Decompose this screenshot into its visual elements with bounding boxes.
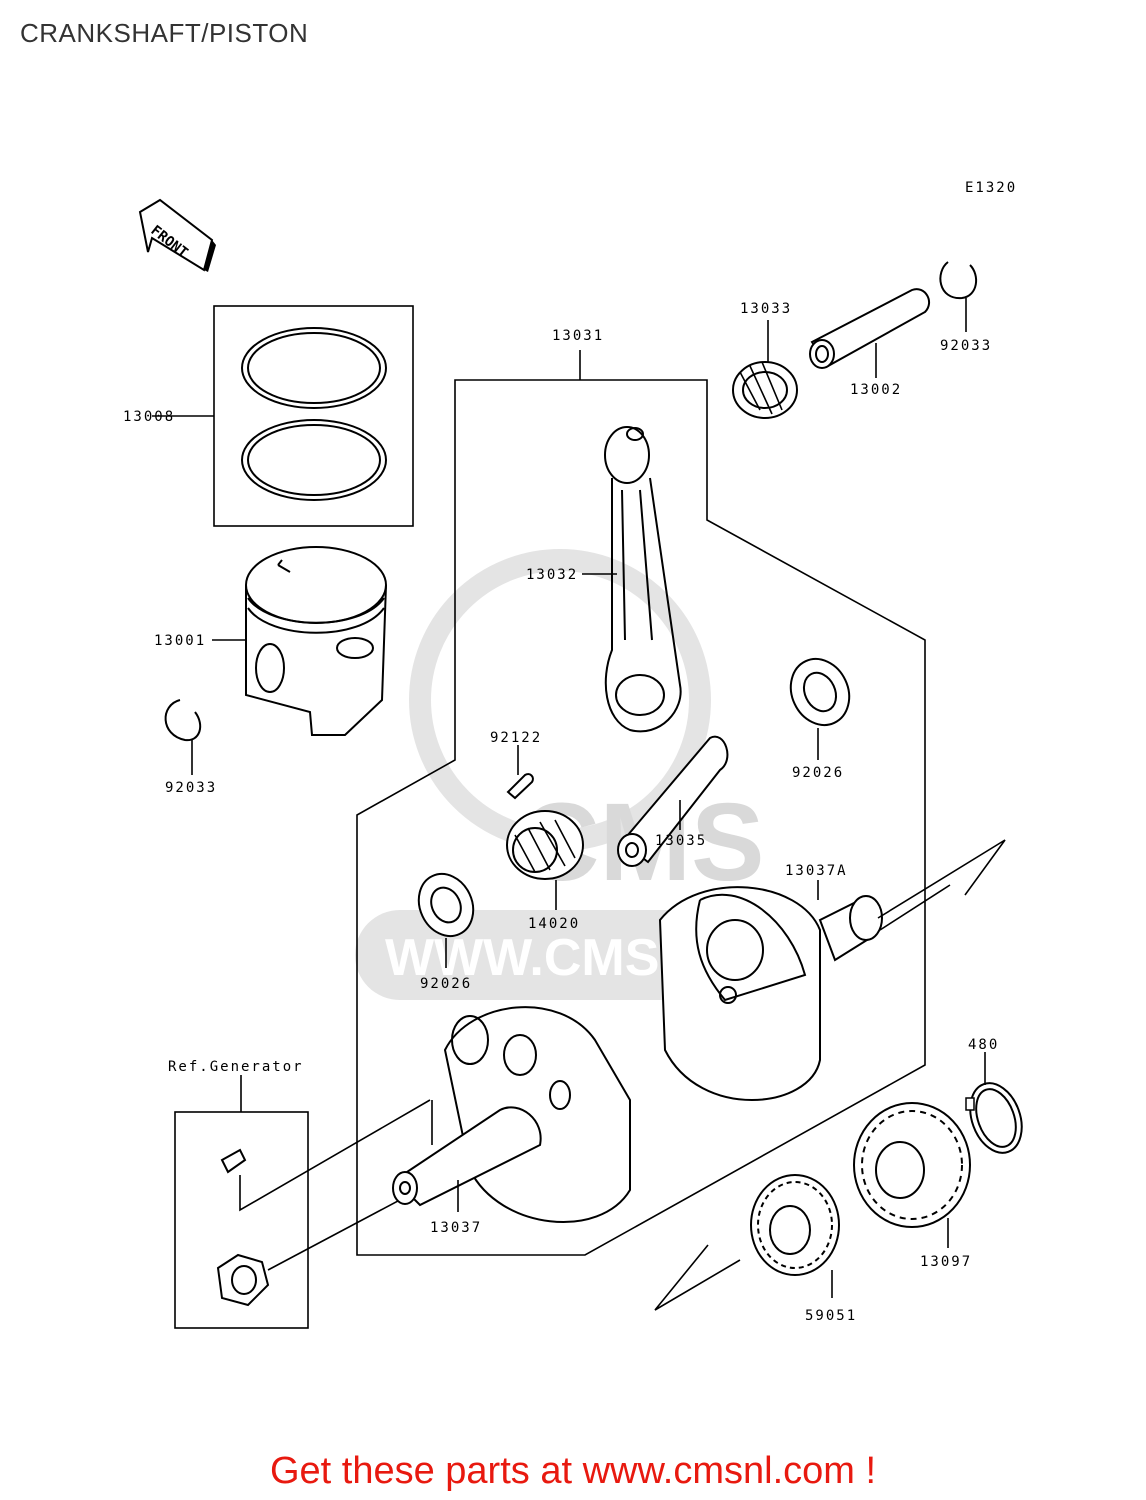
label-13035: 13035 [655,833,707,849]
footer-link[interactable]: Get these parts at www.cmsnl.com ! [269,1450,877,1492]
label-92122: 92122 [490,730,542,746]
label-92026-left: 92026 [420,976,472,992]
gear-small [750,1174,840,1276]
label-13037A: 13037A [785,863,848,879]
label-92033-left: 92033 [165,780,217,796]
piston-pin [809,288,931,369]
label-13001: 13001 [154,633,206,649]
label-14020: 14020 [528,916,580,932]
label-13031: 13031 [552,328,604,344]
label-ref-generator: Ref.Generator [168,1059,304,1075]
crankshaft-assembly-outline [356,379,926,1256]
piston-ring-top [241,327,387,409]
front-arrow-icon: FRONT [138,198,216,272]
needle-bearing-small-end [732,361,798,419]
diagram-code: E1320 [965,180,1017,196]
label-13037: 13037 [430,1220,482,1236]
crank-nut [216,1253,270,1307]
circlip-right [939,261,978,300]
thrust-washer-right [789,657,851,727]
piston-ring-bottom [241,419,387,501]
crank-half-right [658,839,1006,1101]
label-13033: 13033 [740,301,792,317]
woodruff-key [220,1148,247,1174]
page-title: CRANKSHAFT/PISTON [20,18,309,48]
snap-ring [965,1082,1023,1154]
label-92033-right: 92033 [940,338,992,354]
piston-rings-box [213,305,414,527]
label-13097: 13097 [920,1254,972,1270]
circlip-left [164,699,202,742]
label-13008: 13008 [123,409,175,425]
label-13032: 13032 [526,567,578,583]
crank-half-left [392,1006,631,1224]
label-13002: 13002 [850,382,902,398]
dowel-pin [506,773,534,800]
connecting-rod [604,426,682,733]
label-59051: 59051 [805,1308,857,1324]
gear-large [853,1102,971,1228]
crank-pin [617,735,729,867]
needle-bearing-big-end [506,810,584,880]
thrust-washer-left [417,872,475,938]
label-92026-right: 92026 [792,765,844,781]
piston [245,546,387,736]
label-480: 480 [968,1037,999,1053]
